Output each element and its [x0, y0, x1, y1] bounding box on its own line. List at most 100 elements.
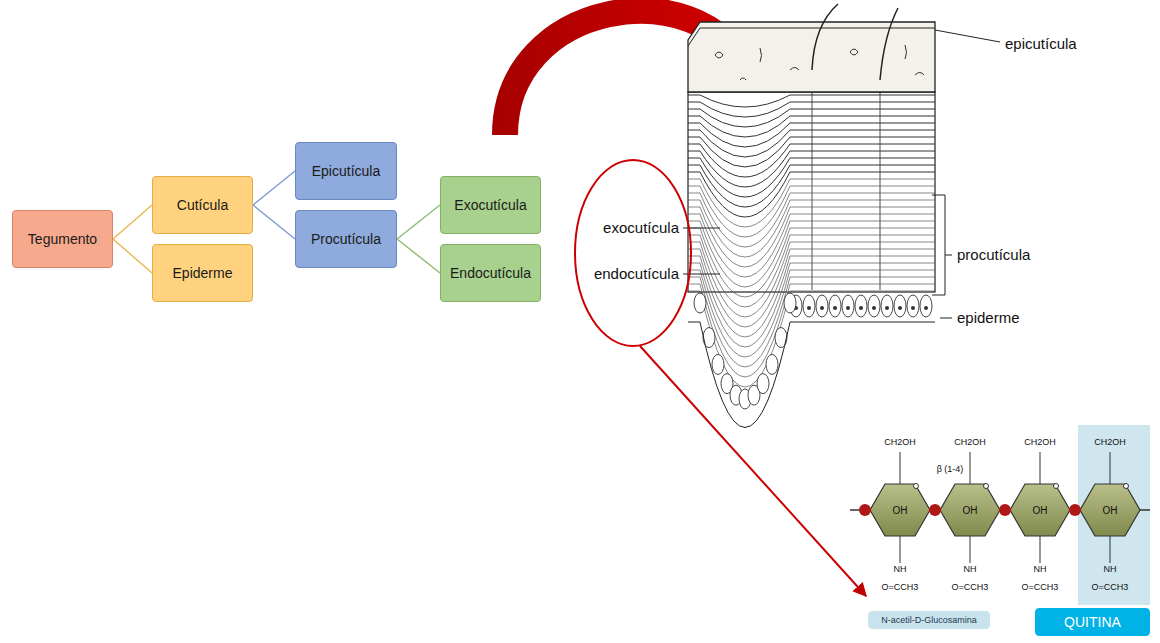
tree-connector: [397, 205, 440, 239]
layer-line: [688, 207, 935, 267]
box-text: Epicutícula: [312, 163, 380, 179]
pore: [740, 78, 746, 80]
chemical-label: NH: [1034, 565, 1047, 575]
cell-nucleus: [898, 306, 902, 310]
layer-line: [688, 249, 935, 327]
chemical-label: OH: [1033, 505, 1048, 516]
sugar-ring: [940, 484, 1000, 536]
sugar-ring: [1080, 484, 1140, 536]
cell-nucleus: [885, 306, 889, 310]
oxygen-bridge: [1069, 504, 1081, 516]
caption-box: QUITINA: [1035, 608, 1150, 636]
seta: [880, 8, 898, 80]
part-label: procutícula: [957, 247, 1030, 264]
cell-nucleus: [911, 306, 915, 310]
epidermis-cell: [829, 295, 841, 317]
tree-connector: [397, 239, 440, 273]
cuticle-drawing: [688, 4, 935, 428]
epicuticle-line: [688, 28, 935, 46]
layer-line: [688, 123, 935, 147]
chemical-label: O=CCH3: [1022, 583, 1059, 593]
sugar-ring: [1010, 484, 1070, 536]
layer-line: [688, 242, 935, 317]
box-text: QUITINA: [1064, 614, 1121, 630]
chemical-label: O=CCH3: [1092, 583, 1129, 593]
setae: [812, 4, 898, 290]
part-label: epicutícula: [1005, 36, 1077, 53]
pore: [790, 68, 799, 71]
leader-line: [683, 274, 720, 275]
chemical-label: OH: [963, 505, 978, 516]
cell-nucleus: [859, 306, 863, 310]
layer-line: [688, 158, 935, 197]
ring-oxygen: [914, 484, 919, 489]
box-text: Exocutícula: [454, 197, 526, 213]
part-label: epiderme: [957, 310, 1020, 327]
epidermis-cell: [803, 295, 815, 317]
layer-line: [688, 228, 935, 297]
bond-line: [1110, 536, 1111, 563]
ring-oxygen: [984, 484, 989, 489]
layer-line: [688, 116, 935, 137]
epidermis-cell: [694, 293, 706, 313]
chemical-label: NH: [894, 565, 907, 575]
tree-connector: [253, 205, 295, 239]
concept-box: Exocutícula: [440, 176, 541, 234]
bracket: [932, 195, 952, 295]
pore: [905, 45, 907, 59]
concept-box: Epiderme: [152, 244, 253, 302]
monomer-highlight: [1078, 425, 1150, 605]
caption-box: N-acetil-D-Glucosamina: [868, 611, 990, 629]
seta: [812, 4, 838, 70]
leader-line: [940, 318, 952, 319]
layer-line: [688, 263, 935, 347]
cell-nucleus: [924, 306, 928, 310]
epidermis-cell: [712, 354, 724, 374]
box-text: Tegumento: [28, 231, 97, 247]
epidermis-cells: [688, 293, 935, 428]
ring-oxygen: [1054, 484, 1059, 489]
bond-line: [1040, 452, 1041, 484]
layer-line: [688, 151, 935, 187]
procuticle-layers: [688, 95, 935, 387]
part-label: exocutícula: [603, 220, 679, 237]
pointer-arrow: [640, 346, 866, 596]
oxygen-bridge: [859, 504, 871, 516]
epidermis-cell: [842, 295, 854, 317]
layer-line: [688, 270, 935, 357]
cell-nucleus: [846, 306, 850, 310]
cell-nucleus: [872, 306, 876, 310]
chemical-label: CH2OH: [954, 438, 986, 448]
box-text: Endocutícula: [450, 265, 531, 281]
tree-connector: [253, 171, 295, 205]
pore: [715, 52, 723, 58]
layer-line: [688, 214, 935, 277]
oxygen-bridge: [999, 504, 1011, 516]
tree-connector: [113, 205, 152, 239]
chemical-label: NH: [964, 565, 977, 575]
leader-line: [935, 30, 1000, 42]
procuticle-region: [688, 92, 935, 292]
part-label: endocutícula: [594, 266, 679, 283]
cell-nucleus: [807, 306, 811, 310]
chemical-label: NH: [1104, 565, 1117, 575]
pore: [760, 48, 762, 62]
epidermis-cell: [757, 374, 769, 394]
chemical-label: β (1-4): [937, 465, 964, 475]
epidermis-cell: [920, 295, 932, 317]
layer-line: [688, 137, 935, 167]
box-text: Epiderme: [173, 265, 233, 281]
layer-line: [688, 109, 935, 127]
box-text: Cutícula: [177, 197, 228, 213]
epidermis-cell: [907, 295, 919, 317]
concept-box: Epicutícula: [295, 142, 397, 200]
sugar-ring: [870, 484, 930, 536]
leaders: [683, 30, 1000, 318]
layer-line: [688, 256, 935, 337]
bond-line: [970, 536, 971, 563]
pore: [850, 49, 858, 55]
epidermis-cell: [868, 295, 880, 317]
concept-box: Procutícula: [295, 210, 397, 268]
seta-canal: [812, 92, 813, 290]
cell-nucleus: [820, 306, 824, 310]
